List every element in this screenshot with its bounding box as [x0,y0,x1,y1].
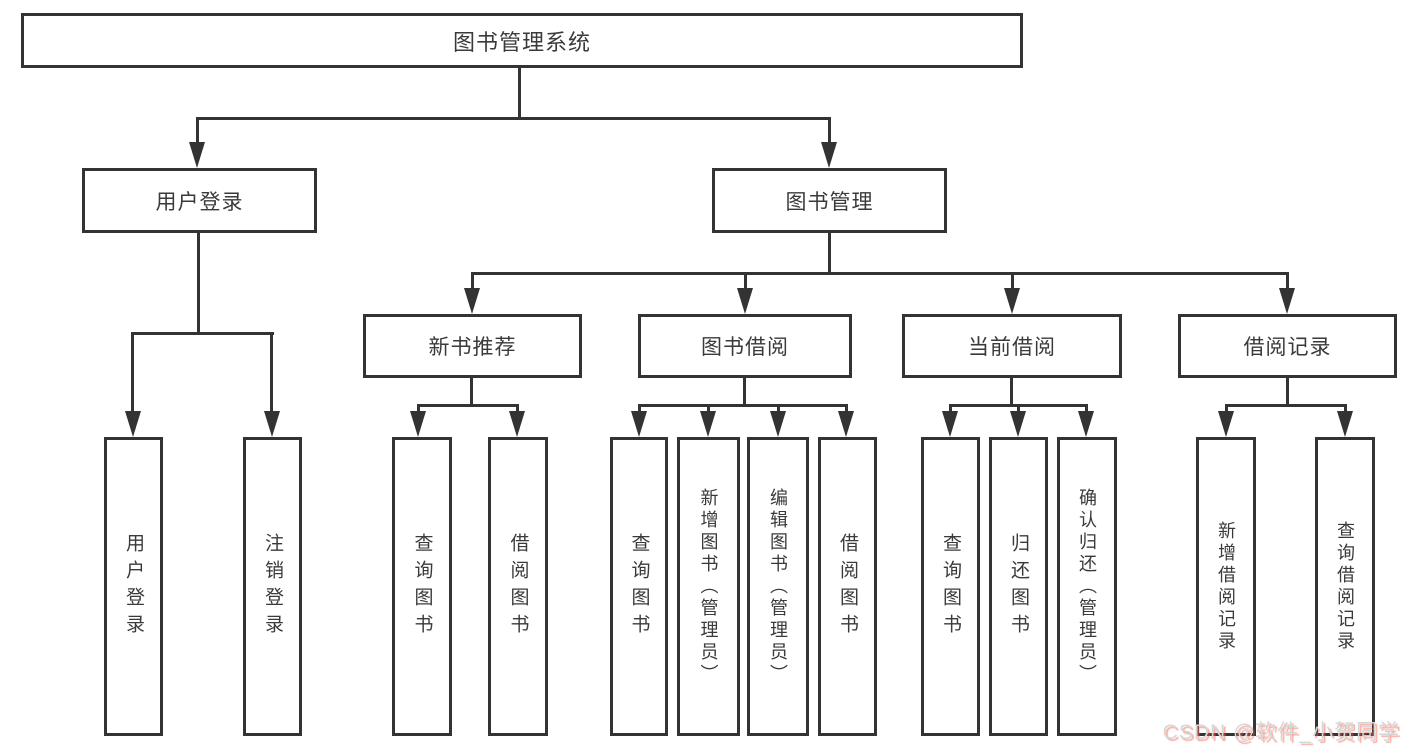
connector-book-borrow-rail [638,404,848,407]
node-library-system: 图书管理系统 [21,13,1023,68]
arrow-new-rec [464,288,480,314]
arrow-g4-confirm-return [1078,411,1094,437]
leaf-add-book-admin: 新增图书（管理员） [677,437,740,736]
connector-drop-new-rec [471,272,474,292]
csdn-watermark: CSDN @软件_小贺同学 [1162,721,1400,744]
node-book-borrowing: 图书借阅 [638,314,852,378]
connector-drop-login-leaf [131,332,134,414]
leaf-current-query-books: 查询图书 [921,437,980,736]
arrow-g3-edit-book [770,411,786,437]
connector-root-stem [518,68,521,120]
connector-new-rec-stem [470,378,473,407]
arrow-borrow-records [1279,288,1295,314]
arrow-book-borrow [737,288,753,314]
connector-drop-book-borrow [744,272,747,292]
leaf-return-books: 归还图书 [989,437,1048,736]
connector-drop-logout-leaf [270,332,273,414]
connector-drop-g4-2 [1017,404,1020,414]
arrow-g5-add-record [1218,411,1234,437]
connector-user-login-rail [132,332,274,335]
arrow-g4-query-books [942,411,958,437]
arrow-g4-return-books [1010,411,1026,437]
arrow-g5-query-record [1337,411,1353,437]
leaf-add-borrow-record: 新增借阅记录 [1196,437,1256,736]
leaf-edit-book-admin: 编辑图书（管理员） [747,437,809,736]
leaf-borrow-books: 借阅图书 [818,437,877,736]
node-user-login: 用户登录 [82,168,317,233]
connector-drop-g4-1 [949,404,952,414]
leaf-query-borrow-record: 查询借阅记录 [1315,437,1375,736]
connector-drop-g3-2 [707,404,710,414]
connector-drop-g3-4 [845,404,848,414]
connector-records-stem [1286,378,1289,407]
arrow-current-borrow [1004,288,1020,314]
arrow-g2-borrow-books [509,411,525,437]
arrow-g3-borrow-books [838,411,854,437]
connector-drop-g4-3 [1085,404,1088,414]
connector-drop-book-mgmt [828,117,831,147]
connector-drop-g5-1 [1225,404,1228,414]
leaf-borrow-query-books: 查询图书 [610,437,668,736]
leaf-confirm-return-admin: 确认归还（管理员） [1057,437,1117,736]
arrow-g2-query-books [410,411,426,437]
connector-drop-g3-3 [777,404,780,414]
leaf-newrec-borrow-books: 借阅图书 [488,437,548,736]
arrow-book-mgmt [821,142,837,168]
connector-drop-g3-1 [638,404,641,414]
connector-drop-current-borrow [1011,272,1014,292]
arrow-user-login [189,142,205,168]
connector-drop-borrow-records [1286,272,1289,292]
node-current-borrowing: 当前借阅 [902,314,1122,378]
connector-records-rail [1225,404,1346,407]
connector-book-mgmt-stem [828,233,831,275]
leaf-newrec-query-books: 查询图书 [392,437,452,736]
node-borrowing-records: 借阅记录 [1178,314,1397,378]
connector-current-stem [1010,378,1013,407]
arrow-g3-add-book [700,411,716,437]
node-new-book-recommend: 新书推荐 [363,314,582,378]
node-book-management: 图书管理 [712,168,947,233]
connector-new-rec-rail [417,404,519,407]
connector-drop-user-login [196,117,199,147]
connector-level2-rail [471,272,1288,275]
connector-level1-rail [197,117,831,120]
connector-drop-g2-2 [516,404,519,414]
leaf-user-login: 用户登录 [104,437,163,736]
connector-drop-g5-2 [1344,404,1347,414]
arrow-logout-leaf [264,411,280,437]
connector-user-login-stem [197,233,200,335]
connector-drop-g2-1 [417,404,420,414]
leaf-logout: 注销登录 [243,437,302,736]
connector-book-borrow-stem [743,378,746,407]
arrow-login-leaf [125,411,141,437]
arrow-g3-query-books [631,411,647,437]
